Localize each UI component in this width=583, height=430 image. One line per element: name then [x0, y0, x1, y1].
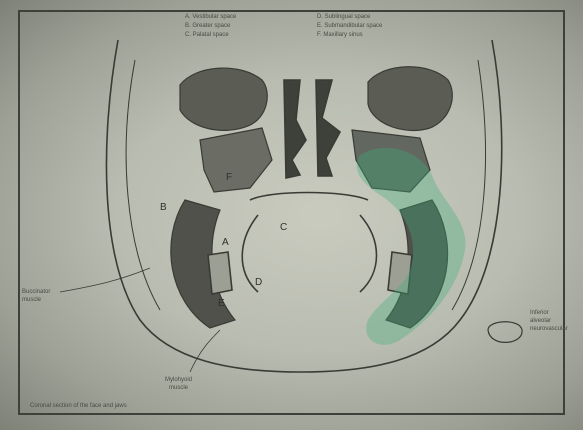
nasal-cavity-right — [316, 80, 340, 176]
region-letter: C — [280, 222, 287, 233]
tongue-right — [360, 215, 377, 292]
neurovascular-bundle-outline — [488, 322, 522, 343]
left-sinus — [200, 128, 272, 192]
leader-line-left — [60, 268, 150, 292]
right-orbit — [368, 67, 452, 131]
nasal-cavity-left — [284, 80, 306, 178]
region-letter: D — [255, 277, 262, 288]
region-letter: B — [160, 202, 167, 213]
region-letter: E — [218, 298, 225, 309]
left-orbit — [180, 68, 267, 130]
leader-line-bottom — [190, 330, 220, 372]
palate — [250, 193, 368, 201]
region-letter: F — [226, 172, 232, 183]
region-letter: A — [222, 237, 229, 248]
left-tooth — [208, 252, 232, 294]
